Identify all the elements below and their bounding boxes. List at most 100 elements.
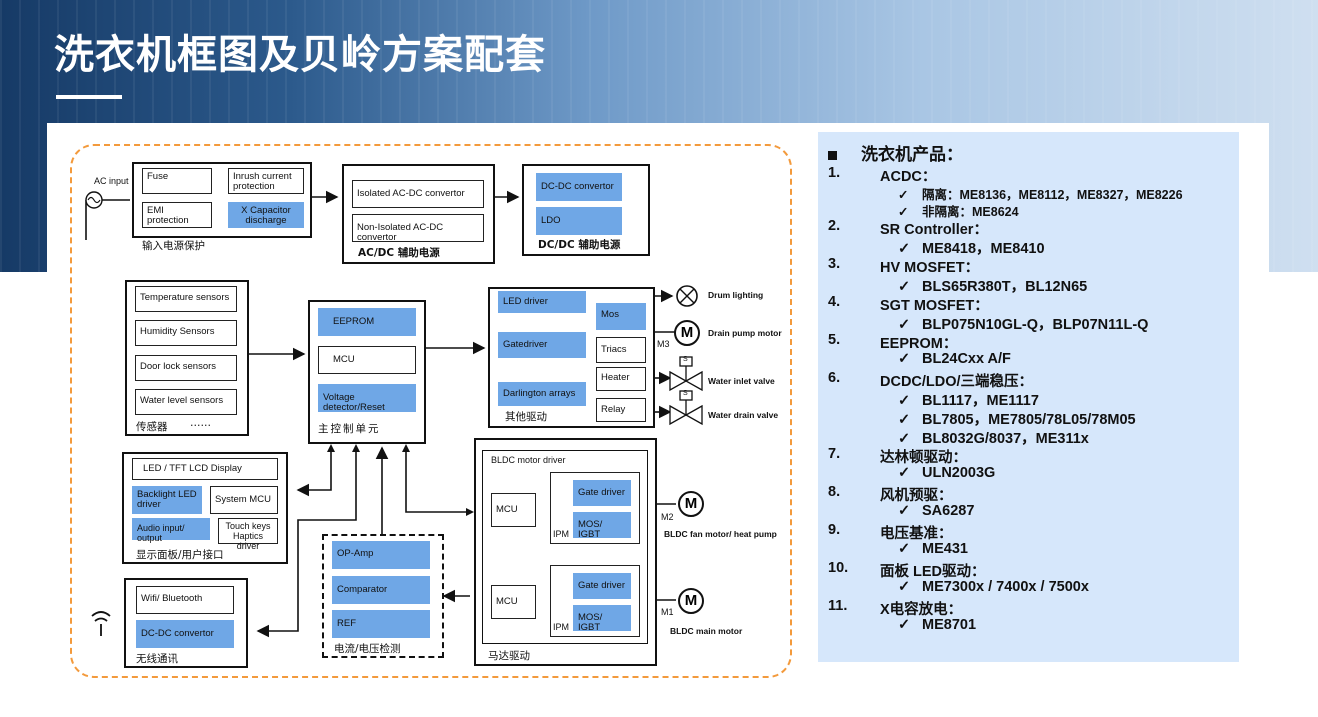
wifi-bluetooth-item: Wifi/ Bluetooth (136, 586, 234, 614)
dcdc-item: DC-DC convertor (536, 173, 622, 201)
water-drain-label: Water drain valve (708, 410, 779, 420)
input-protection-caption: 输入电源保护 (142, 240, 205, 252)
acdc-caption: AC/DC 辅助电源 (358, 247, 440, 259)
checkmark-icon: ✓ (898, 317, 911, 333)
emi-item: EMI protection (142, 202, 212, 228)
product-list-heading: 洗衣机产品： (828, 140, 963, 165)
product-part-text: BL8032G/8037，ME311x (922, 431, 1089, 447)
product-number: 7. (828, 446, 841, 462)
door-lock-sensor-item: Door lock sensors (135, 355, 237, 381)
motor-drive-caption: 马达驱动 (488, 650, 530, 662)
comparator-item: Comparator (332, 576, 430, 604)
ref-item: REF (332, 610, 430, 638)
product-part-list: ✓ BL8032G/8037，ME311x (898, 427, 1089, 448)
lcd-display-item: LED / TFT LCD Display (132, 458, 278, 480)
wireless-caption: 无线通讯 (136, 653, 178, 665)
product-part-list: ✓ 隔离：ME8136，ME8112，ME8327，ME8226 (898, 184, 1183, 203)
audio-item: Audio input/ output (132, 518, 210, 543)
product-part-list: ✓BLP075N10GL-Q，BLP07N11L-Q (898, 313, 1148, 334)
humidity-sensor-item: Humidity Sensors (135, 320, 237, 346)
temperature-sensor-item: Temperature sensors (135, 286, 237, 312)
product-category-name: ACDC： (880, 169, 937, 185)
checkmark-icon: ✓ (898, 617, 911, 633)
motor-mcu-1-item: MCU (491, 493, 536, 527)
bldc-driver-title: BLDC motor driver (491, 455, 566, 465)
product-number: 9. (828, 522, 841, 538)
eeprom-item: EEPROM (318, 308, 416, 336)
page-title: 洗衣机框图及贝岭方案配套 (54, 32, 546, 78)
product-part-text: BLS65R380T，BL12N65 (922, 279, 1088, 295)
product-part-text: 非隔离：ME8624 (922, 205, 1019, 219)
checkmark-icon: ✓ (898, 188, 909, 202)
product-category-name: EEPROM： (880, 336, 958, 352)
xcap-item: X Capacitor discharge (228, 202, 304, 228)
title-underline (56, 95, 122, 99)
product-part-list: ✓ ULN2003G (898, 465, 995, 481)
product-category-name: 达林顿驱动： (880, 450, 967, 466)
system-mcu-item: System MCU (210, 486, 278, 514)
drain-pump-label: Drain pump motor (708, 328, 782, 338)
other-drive-caption: 其他驱动 (505, 411, 547, 423)
led-driver-item: LED driver (498, 291, 586, 313)
m1-label: M1 (661, 607, 674, 617)
product-number: 8. (828, 484, 841, 500)
wireless-dcdc-item: DC-DC convertor (136, 620, 234, 648)
product-part-text: BL7805，ME7805/78L05/78M05 (922, 412, 1136, 428)
product-part-text: BL1117，ME1117 (922, 393, 1039, 409)
drain-valve-solenoid-label: S (683, 390, 688, 397)
dcdc-caption: DC/DC 辅助电源 (538, 239, 621, 251)
product-part-list: ✓ BL1117，ME1117 (898, 389, 1039, 410)
product-part-list: ✓BL24Cxx A/F (898, 351, 1011, 367)
product-part-list: ✓ BL7805，ME7805/78L05/78M05 (898, 408, 1136, 429)
m3-label: M3 (657, 339, 670, 349)
water-inlet-label: Water inlet valve (708, 376, 775, 386)
product-part-list: ✓ ME7300x / 7400x / 7500x (898, 579, 1089, 595)
product-part-list: ✓SA6287 (898, 503, 974, 519)
sensor-ellipsis: …… (190, 417, 211, 429)
product-part-text: 隔离：ME8136，ME8112，ME8327，ME8226 (922, 188, 1183, 202)
checkmark-icon: ✓ (898, 465, 911, 481)
mos-igbt-1-item: MOS/ IGBT (573, 512, 631, 540)
opamp-item: OP-Amp (332, 541, 430, 569)
voltage-detector-item: Voltage detector/Reset (318, 384, 416, 413)
product-category-name: DCDC/LDO/三端稳压： (880, 374, 1034, 390)
product-number: 2. (828, 218, 841, 234)
darlington-item: Darlington arrays (498, 382, 586, 406)
product-part-text: ME8418，ME8410 (922, 241, 1045, 257)
product-part-text: ULN2003G (922, 465, 996, 481)
backlight-led-item: Backlight LED driver (132, 486, 202, 514)
checkmark-icon: ✓ (898, 205, 909, 219)
product-category-name: HV MOSFET： (880, 260, 980, 276)
product-number: 3. (828, 256, 841, 272)
sensor-caption: 传感器 (136, 421, 168, 433)
checkmark-icon: ✓ (898, 431, 911, 447)
product-category-name: SGT MOSFET： (880, 298, 989, 314)
checkmark-icon: ✓ (898, 579, 911, 595)
drum-lighting-label: Drum lighting (708, 290, 764, 300)
triacs-item: Triacs (596, 337, 646, 363)
drain-pump-motor-icon: M (674, 320, 700, 346)
product-heading-text: 洗衣机产品： (861, 145, 963, 165)
product-part-text: ME7300x / 7400x / 7500x (922, 579, 1089, 595)
touch-keys-item: Touch keys Haptics driver (218, 518, 278, 551)
product-part-list: ✓ME8418，ME8410 (898, 237, 1045, 258)
mcu-item: MCU (318, 346, 416, 374)
relay-item: Relay (596, 398, 646, 422)
product-part-text: BL24Cxx A/F (922, 351, 1011, 367)
main-control-caption: 主控制单元 (318, 423, 381, 435)
checkmark-icon: ✓ (898, 393, 911, 409)
product-number: 5. (828, 332, 841, 348)
product-part-text: ME8701 (922, 617, 977, 633)
product-list-panel: 洗衣机产品： 1.ACDC：✓隔离：ME8136，ME8112，ME8327，M… (818, 132, 1239, 662)
gate-driver-2-item: Gate driver (573, 573, 631, 599)
checkmark-icon: ✓ (898, 412, 911, 428)
product-number: 6. (828, 370, 841, 386)
ipm-2-label: IPM (553, 622, 570, 632)
product-category-name: SR Controller： (880, 222, 988, 238)
checkmark-icon: ✓ (898, 279, 911, 295)
main-motor-icon: M (678, 588, 704, 614)
display-caption: 显示面板/用户接口 (136, 549, 224, 561)
square-bullet-icon (828, 150, 837, 160)
product-category-name: X电容放电： (880, 602, 963, 618)
